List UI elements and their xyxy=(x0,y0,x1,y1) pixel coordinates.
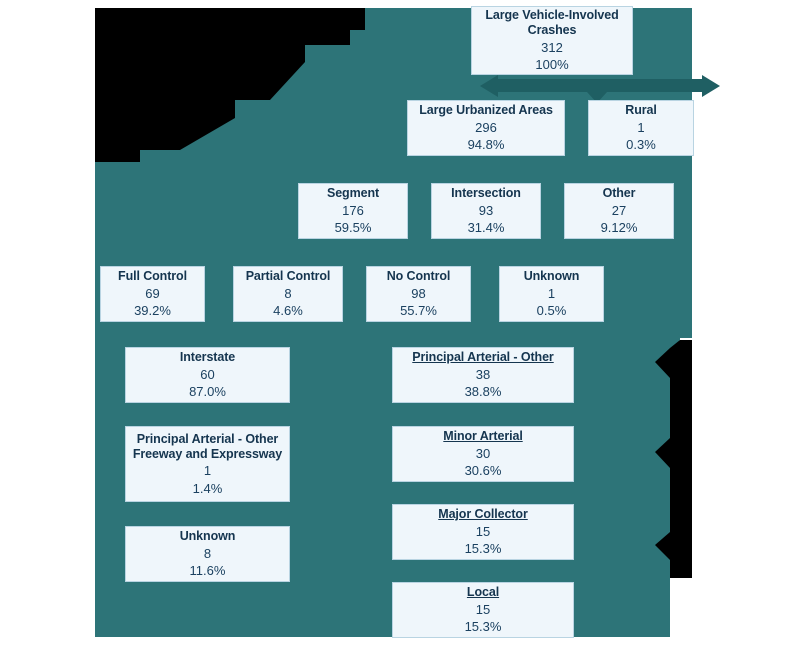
node-count: 8 xyxy=(284,286,292,302)
node-other[interactable]: Other 27 9.12% xyxy=(564,183,674,239)
node-title: Intersection xyxy=(451,186,521,201)
node-count: 98 xyxy=(411,286,426,302)
node-title: Unknown xyxy=(179,529,236,544)
node-segment[interactable]: Segment 176 59.5% xyxy=(298,183,408,239)
node-full-control[interactable]: Full Control 69 39.2% xyxy=(100,266,205,322)
node-title: Other xyxy=(602,186,636,201)
node-large-urbanized-areas[interactable]: Large Urbanized Areas 296 94.8% xyxy=(407,100,565,156)
node-count: 1 xyxy=(203,463,212,479)
node-count: 312 xyxy=(541,39,563,55)
node-title: No Control xyxy=(386,269,451,284)
node-percent: 59.5% xyxy=(334,220,372,236)
node-title-line1: Principal Arterial - Other xyxy=(136,431,279,446)
node-percent: 38.8% xyxy=(464,384,502,400)
node-title: Principal Arterial - Other xyxy=(412,350,554,365)
node-percent: 55.7% xyxy=(400,303,437,319)
node-title: Local xyxy=(466,585,500,600)
node-intersection[interactable]: Intersection 93 31.4% xyxy=(431,183,541,239)
node-title: Rural xyxy=(625,103,657,118)
node-percent: 15.3% xyxy=(464,541,502,557)
node-percent: 0.5% xyxy=(536,303,567,319)
node-percent: 4.6% xyxy=(273,303,303,319)
node-percent: 15.3% xyxy=(464,619,502,635)
connector-arrow-root-to-row2 xyxy=(480,75,720,103)
node-unknown-functional-class[interactable]: Unknown 8 11.6% xyxy=(125,526,290,582)
node-count: 30 xyxy=(475,446,491,462)
node-count: 60 xyxy=(200,367,215,383)
black-mask-top-left-diagonal xyxy=(95,8,365,162)
node-percent: 100% xyxy=(535,57,569,73)
node-count: 1 xyxy=(637,120,645,136)
node-percent: 87.0% xyxy=(189,384,226,400)
node-percent: 1.4% xyxy=(192,480,223,496)
node-count: 8 xyxy=(203,546,212,562)
node-title: Partial Control xyxy=(245,269,331,284)
node-count: 38 xyxy=(475,367,491,383)
node-title: Large Vehicle-Involved Crashes xyxy=(485,8,619,38)
node-percent: 0.3% xyxy=(626,137,656,153)
node-count: 296 xyxy=(475,120,497,136)
node-local[interactable]: Local 15 15.3% xyxy=(392,582,574,638)
node-percent: 30.6% xyxy=(464,463,502,479)
node-percent: 11.6% xyxy=(189,563,226,579)
node-partial-control[interactable]: Partial Control 8 4.6% xyxy=(233,266,343,322)
node-interstate[interactable]: Interstate 60 87.0% xyxy=(125,347,290,403)
node-count: 176 xyxy=(342,203,364,219)
node-unknown-control[interactable]: Unknown 1 0.5% xyxy=(499,266,604,322)
node-no-control[interactable]: No Control 98 55.7% xyxy=(366,266,471,322)
node-percent: 39.2% xyxy=(134,303,171,319)
node-percent: 9.12% xyxy=(600,220,638,236)
node-title: Segment xyxy=(326,186,380,201)
node-count: 93 xyxy=(478,203,494,219)
node-count: 1 xyxy=(547,286,556,302)
node-title: Full Control xyxy=(118,269,187,284)
node-count: 15 xyxy=(475,602,491,618)
node-principal-arterial-freeway[interactable]: Principal Arterial - Other Freeway and E… xyxy=(125,426,290,502)
node-title: Minor Arterial xyxy=(443,429,523,444)
node-count: 27 xyxy=(611,203,627,219)
node-title: Unknown xyxy=(523,269,580,284)
node-title-line2: Freeway and Expressway xyxy=(132,446,283,461)
node-title: Interstate xyxy=(179,350,236,365)
node-rural[interactable]: Rural 1 0.3% xyxy=(588,100,694,156)
node-root[interactable]: Large Vehicle-Involved Crashes 312 100% xyxy=(471,6,633,75)
node-title: Large Urbanized Areas xyxy=(419,103,553,118)
node-percent: 31.4% xyxy=(467,220,505,236)
node-count: 15 xyxy=(475,524,491,540)
node-principal-arterial-other[interactable]: Principal Arterial - Other 38 38.8% xyxy=(392,347,574,403)
node-minor-arterial[interactable]: Minor Arterial 30 30.6% xyxy=(392,426,574,482)
black-mask-right-strip xyxy=(655,340,692,578)
node-percent: 94.8% xyxy=(467,137,505,153)
node-major-collector[interactable]: Major Collector 15 15.3% xyxy=(392,504,574,560)
node-title: Major Collector xyxy=(438,507,528,522)
node-count: 69 xyxy=(145,286,160,302)
